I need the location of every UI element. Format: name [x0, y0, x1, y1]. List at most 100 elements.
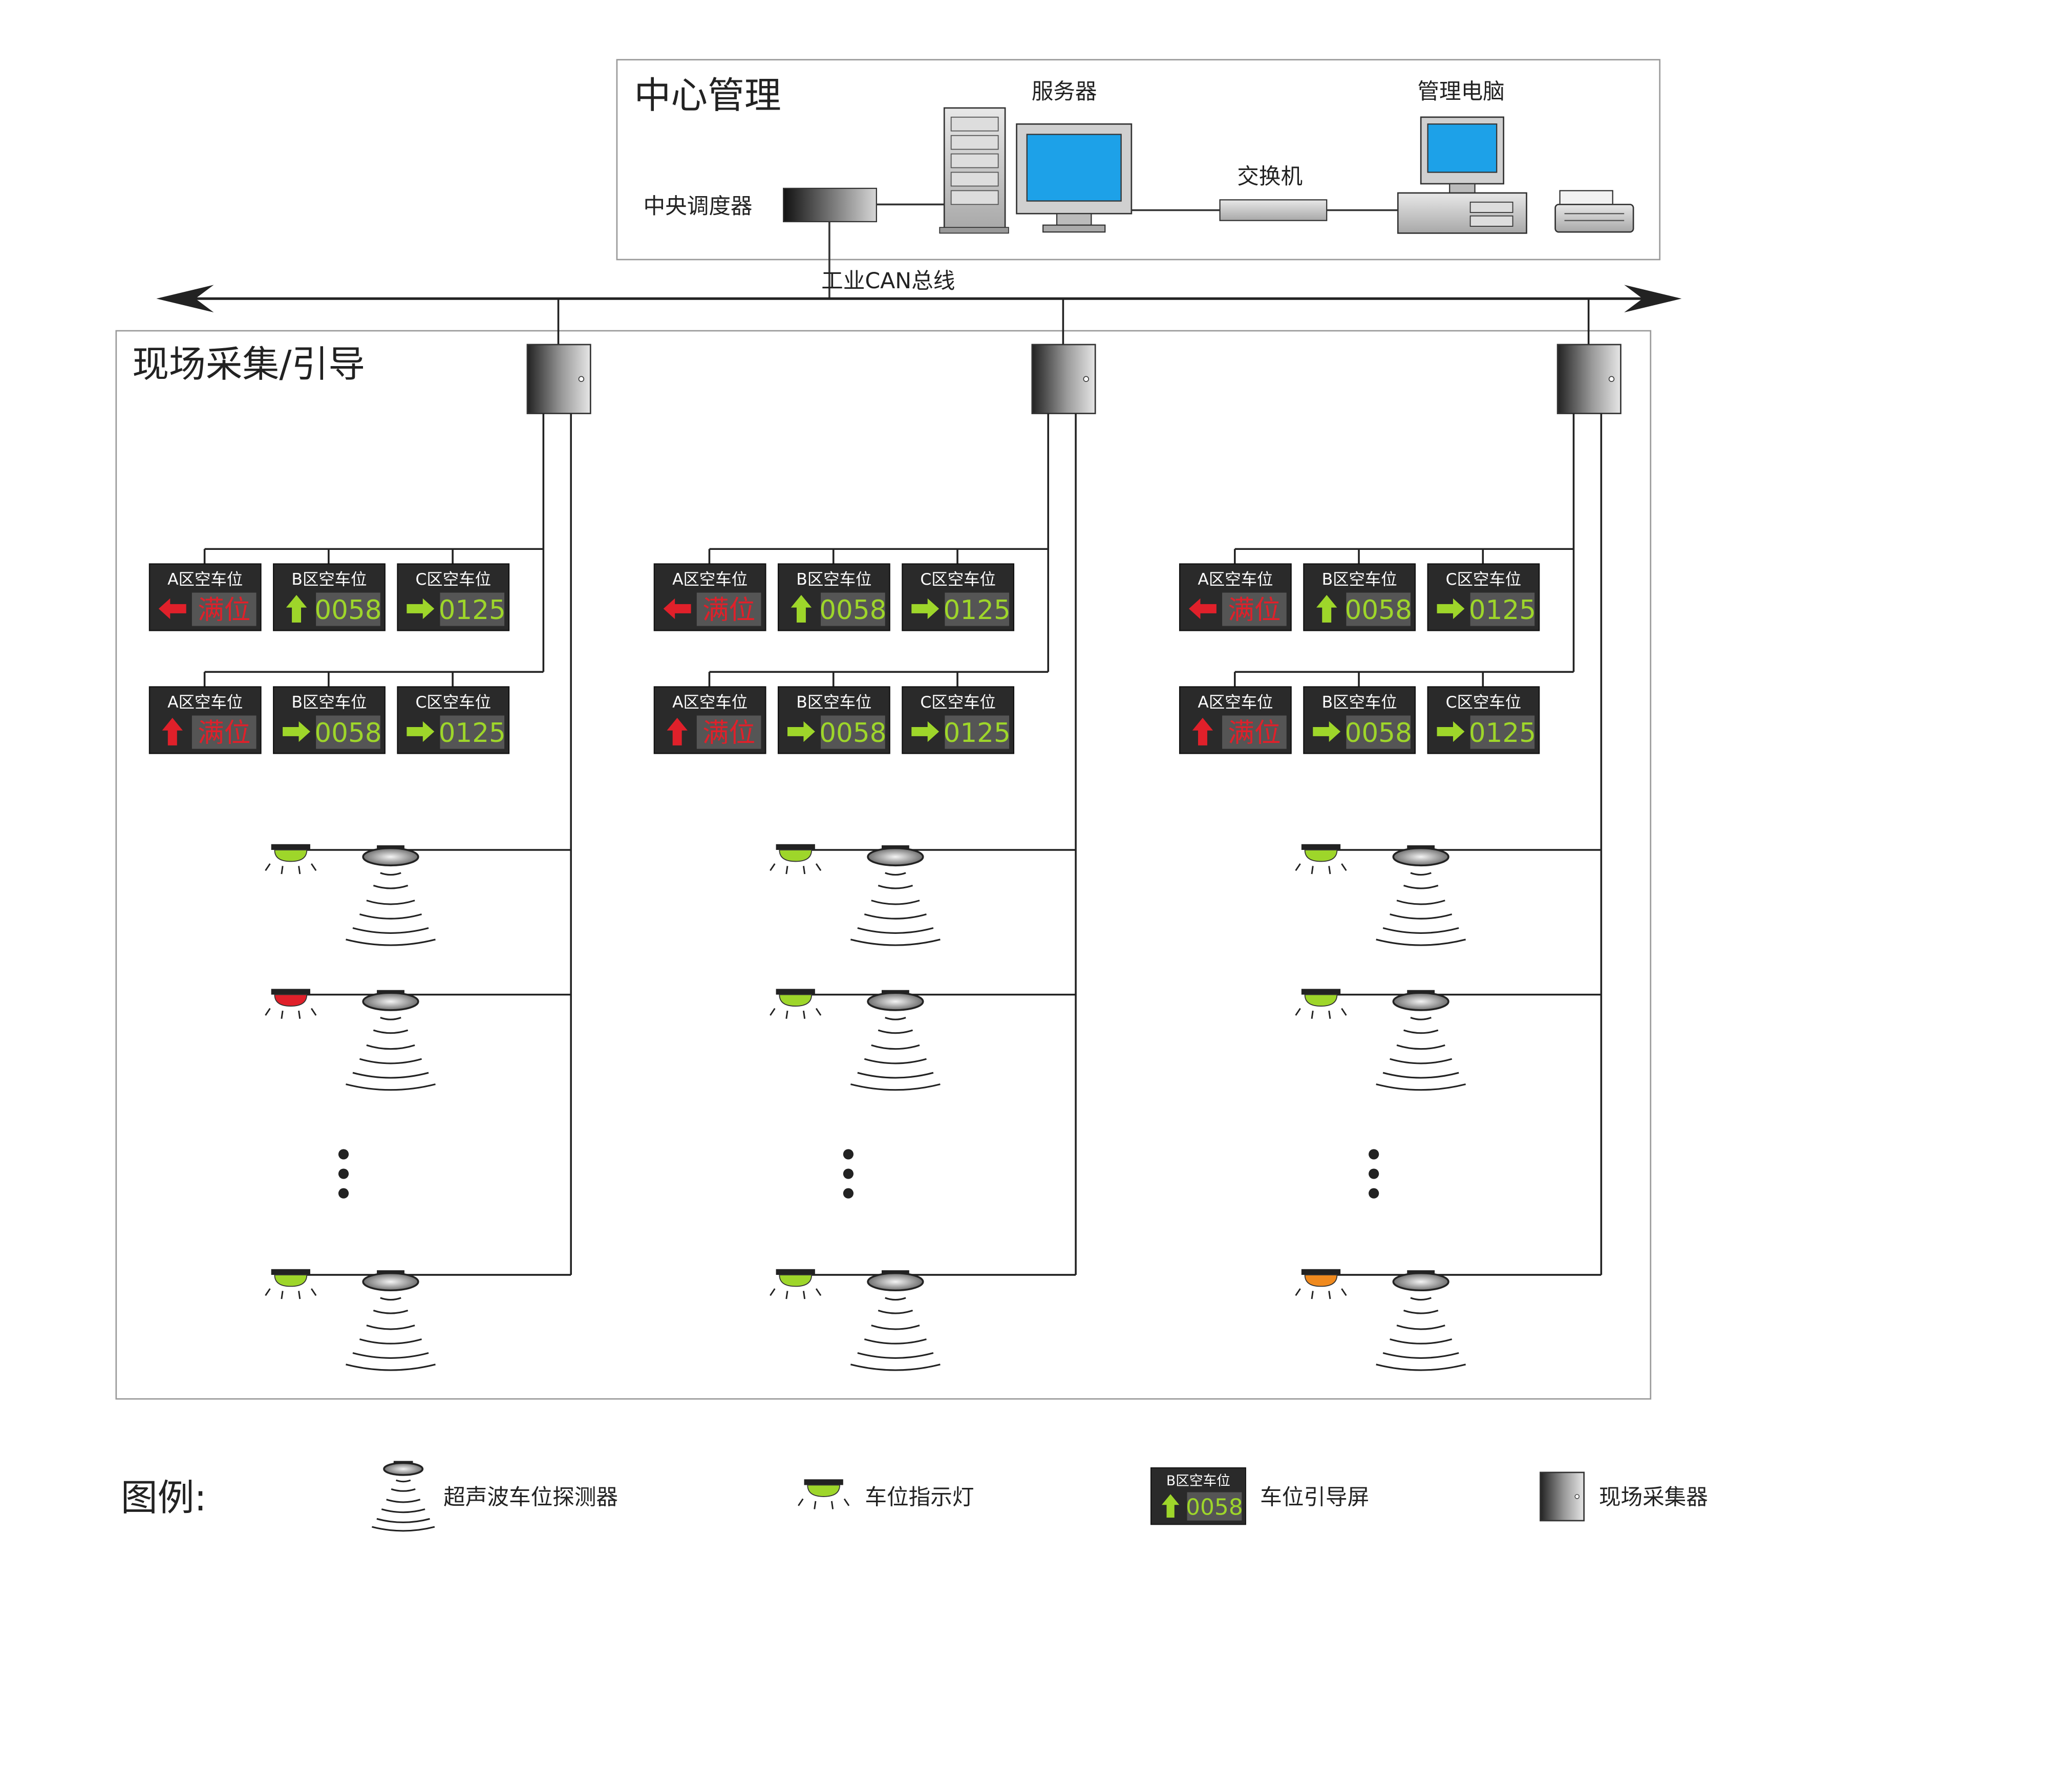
field-column-1: A区空车位满位B区空车位0058C区空车位0125A区空车位满位B区空车位005…: [148, 298, 591, 1371]
parking-indicator-light-icon: [265, 989, 317, 1019]
parking-indicator-light-icon: [770, 1269, 822, 1299]
screen-value: 满位: [198, 595, 250, 626]
screen-value: 满位: [702, 718, 755, 749]
ultrasonic-detector-icon: [346, 990, 436, 1091]
printer-icon: [1554, 190, 1634, 233]
field-collector-icon: [1556, 344, 1622, 414]
screen-label: B区空车位: [291, 693, 367, 712]
screen-value: 0125: [944, 718, 1011, 749]
screen-value: 满位: [1228, 718, 1281, 749]
field-column-3: A区空车位满位B区空车位0058C区空车位0125A区空车位满位B区空车位005…: [1179, 298, 1622, 1371]
screen-digit-panel: [821, 715, 885, 749]
field-title: 现场采集/引导: [132, 343, 365, 386]
arrow-right-icon: [787, 721, 815, 742]
screen-value: 满位: [1228, 595, 1281, 626]
legend-collector-icon: [1540, 1471, 1585, 1522]
parking-indicator-light-icon: [265, 1269, 317, 1299]
ultrasonic-detector-icon: [346, 845, 436, 946]
screen-label: A区空车位: [1198, 570, 1273, 589]
server-monitor-icon: [1016, 123, 1133, 233]
arrow-right-icon: [407, 721, 435, 742]
screen-label: C区空车位: [415, 693, 490, 712]
screen-label: B区空车位: [796, 693, 871, 712]
screen-digit-panel: [1222, 592, 1287, 626]
bus-arrow-right-icon: [1624, 285, 1682, 313]
field-columns: A区空车位满位B区空车位0058C区空车位0125A区空车位满位B区空车位005…: [148, 298, 1622, 1371]
guidance-screen-b: B区空车位 0058: [273, 686, 386, 754]
legend-indicator-icon: [798, 1479, 850, 1509]
screen-label: B区空车位: [1322, 570, 1397, 589]
screen-label: C区空车位: [920, 693, 995, 712]
arrow-up-icon: [286, 594, 307, 623]
screen-digit-panel: [316, 715, 380, 749]
screen-value: 0125: [1469, 718, 1536, 749]
screen-label: A区空车位: [672, 570, 748, 589]
switch-label: 交换机: [1237, 164, 1303, 189]
ultrasonic-detector-icon: [372, 1461, 435, 1532]
screen-label: C区空车位: [1446, 570, 1521, 589]
screen-value: 0058: [314, 718, 381, 749]
parking-indicator-light-icon: [1295, 844, 1347, 874]
dispatcher-device-icon: [783, 187, 877, 223]
screen-digit-panel: [1187, 1492, 1242, 1521]
more-devices-ellipsis-icon: [1369, 1149, 1379, 1199]
screen-digit-panel: [945, 715, 1009, 749]
arrow-up-icon: [791, 594, 812, 623]
screen-label: A区空车位: [672, 693, 748, 712]
screen-value: 0058: [1345, 718, 1412, 749]
screen-digit-panel: [1222, 715, 1287, 749]
screen-value: 0058: [1345, 595, 1412, 626]
screen-label: B区空车位: [291, 570, 367, 589]
screen-label: A区空车位: [167, 570, 243, 589]
center-title: 中心管理: [634, 74, 781, 117]
arrow-right-icon: [407, 598, 435, 620]
parking-indicator-light-icon: [1295, 1269, 1347, 1299]
can-bus: 工业CAN总线: [156, 268, 1682, 313]
field-collector-icon: [526, 344, 591, 414]
server-tower-icon: [939, 107, 1009, 234]
legend-title: 图例:: [121, 1476, 207, 1519]
field-collector-icon: [1031, 344, 1096, 414]
arrow-left-icon: [1189, 598, 1217, 620]
parking-system-diagram: 中心管理 服务器 管理电脑 交换机 中央调度器: [115, 59, 1708, 1532]
screen-label: B区空车位: [796, 570, 871, 589]
guidance-screen-b: B区空车位 0058: [1303, 563, 1416, 631]
arrow-up-icon: [667, 718, 688, 745]
screen-digit-panel: [1346, 715, 1411, 749]
arrow-left-icon: [663, 598, 691, 620]
guidance-screen-c: C区空车位 0125: [1427, 686, 1540, 754]
screen-label: C区空车位: [415, 570, 490, 589]
screen-digit-panel: [191, 592, 257, 626]
arrow-up-icon: [1161, 1494, 1180, 1518]
arrow-right-icon: [1313, 721, 1341, 742]
parking-indicator-light-icon: [770, 989, 822, 1019]
parking-indicator-light-icon: [265, 844, 317, 874]
legend-collector-label: 现场采集器: [1599, 1485, 1708, 1510]
screen-label: C区空车位: [1446, 693, 1521, 712]
can-bus-label: 工业CAN总线: [821, 268, 955, 294]
screen-digit-panel: [1470, 715, 1535, 749]
parking-indicator-light-icon: [798, 1479, 850, 1509]
ultrasonic-detector-icon: [850, 990, 941, 1091]
ultrasonic-detector-icon: [1376, 990, 1466, 1091]
parking-indicator-light-icon: [770, 844, 822, 874]
center-management-panel: 中心管理 服务器 管理电脑 交换机 中央调度器: [616, 59, 1661, 299]
arrow-right-icon: [911, 598, 940, 620]
screen-digit-panel: [696, 715, 761, 749]
field-area-panel: 现场采集/引导: [115, 330, 1652, 1400]
screen-digit-panel: [191, 715, 257, 749]
arrow-right-icon: [283, 721, 310, 742]
